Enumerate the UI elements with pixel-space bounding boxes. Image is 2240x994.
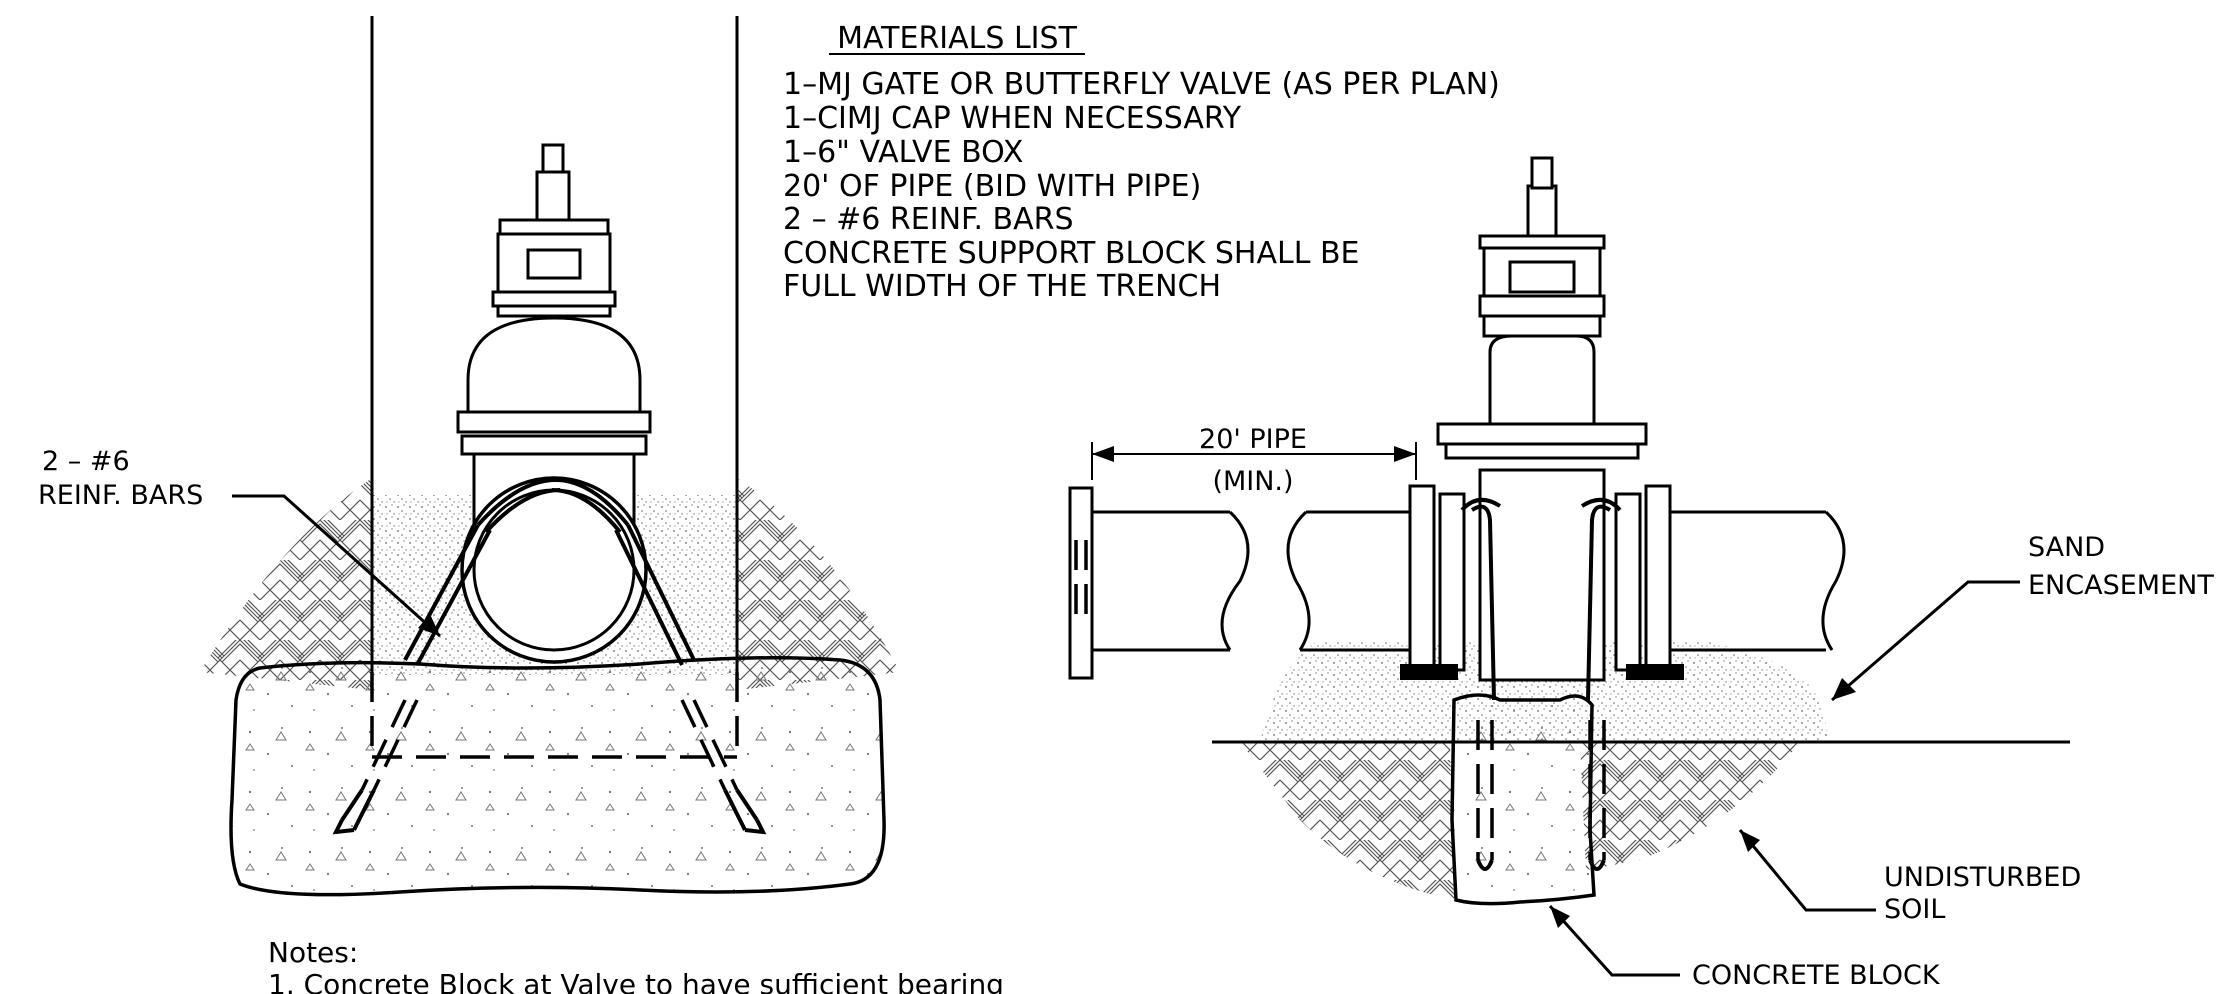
materials-item: FULL WIDTH OF THE TRENCH bbox=[783, 269, 1221, 304]
materials-list: MATERIALS LIST 1–MJ GATE OR BUTTERFLY VA… bbox=[783, 21, 1500, 304]
materials-title: MATERIALS LIST bbox=[837, 21, 1077, 56]
pipe-min-label: (MIN.) bbox=[1212, 466, 1293, 497]
valve-flange bbox=[1444, 442, 1640, 460]
materials-item: 2 – #6 REINF. BARS bbox=[783, 202, 1074, 237]
sand-label-line2: ENCASEMENT bbox=[2028, 570, 2214, 601]
notes-heading: Notes: bbox=[268, 936, 358, 969]
valve-flange bbox=[491, 290, 617, 308]
notes-line-1: 1. Concrete Block at Valve to have suffi… bbox=[268, 968, 1004, 994]
sand-leader bbox=[1831, 580, 2020, 702]
valve-body-flange bbox=[460, 434, 648, 456]
materials-item: 1–CIMJ CAP WHEN NECESSARY bbox=[783, 101, 1242, 136]
left-bars-label-line2: REINF. BARS bbox=[38, 480, 203, 511]
right-soil-hatch bbox=[1240, 742, 1454, 900]
right-elevation-view: 20' PIPE (MIN.) SAND ENCASEMENT UNDISTUR… bbox=[1068, 156, 2214, 991]
materials-item: 20' OF PIPE (BID WITH PIPE) bbox=[783, 169, 1201, 204]
sand-label-line1: SAND bbox=[2028, 532, 2105, 563]
left-section-view: 2 – #6 REINF. BARS bbox=[38, 16, 900, 897]
block-label: CONCRETE BLOCK bbox=[1692, 960, 1941, 991]
valve-bonnet bbox=[466, 316, 642, 414]
valve-stem bbox=[535, 170, 571, 224]
left-reinforcing-bars bbox=[332, 477, 767, 835]
pipe-length-label: 20' PIPE bbox=[1199, 424, 1307, 455]
left-soil-hatch bbox=[737, 478, 900, 690]
pipe-cap bbox=[1068, 486, 1094, 680]
valve-body-flange bbox=[456, 410, 652, 434]
block-arrow bbox=[1550, 906, 1570, 928]
valve-flange bbox=[496, 304, 612, 318]
block-leader bbox=[1548, 904, 1680, 977]
right-concrete-block bbox=[1450, 693, 1596, 906]
left-bars-leader bbox=[232, 494, 442, 638]
right-valve bbox=[1400, 156, 1684, 682]
valve-flange bbox=[1436, 422, 1648, 446]
right-reinforcing-bars bbox=[1460, 498, 1622, 871]
materials-item: CONCRETE SUPPORT BLOCK SHALL BE bbox=[783, 236, 1360, 271]
valve-body bbox=[1478, 468, 1606, 682]
valve-stem bbox=[1526, 184, 1558, 238]
pipe-length-dimension: 20' PIPE (MIN.) bbox=[1091, 424, 1417, 497]
soil-label-line2: SOIL bbox=[1884, 894, 1945, 925]
materials-item: 1–MJ GATE OR BUTTERFLY VALVE (AS PER PLA… bbox=[783, 67, 1500, 102]
materials-item: 1–6" VALVE BOX bbox=[783, 135, 1023, 170]
left-bars-arrow bbox=[418, 614, 440, 636]
notes: Notes: 1. Concrete Block at Valve to hav… bbox=[268, 936, 1004, 994]
right-pipe-runs bbox=[1286, 510, 1846, 652]
left-concrete-block bbox=[229, 656, 886, 897]
valve-yoke-top bbox=[498, 218, 610, 236]
sand-arrow bbox=[1832, 678, 1856, 700]
soil-leader bbox=[1738, 829, 1876, 912]
valve-bonnet bbox=[1488, 334, 1596, 426]
valve-nut bbox=[1530, 156, 1554, 190]
soil-label-line1: UNDISTURBED bbox=[1884, 862, 2081, 893]
pipe-section-inner bbox=[472, 488, 636, 652]
right-capped-pipe bbox=[1068, 486, 1250, 680]
soil-arrow bbox=[1740, 830, 1760, 852]
left-bars-label-line1: 2 – #6 bbox=[42, 446, 130, 477]
left-soil-hatch bbox=[200, 478, 372, 690]
valve-gland bbox=[526, 248, 582, 280]
left-valve bbox=[456, 143, 652, 664]
right-soil-hatch bbox=[1580, 742, 1800, 870]
